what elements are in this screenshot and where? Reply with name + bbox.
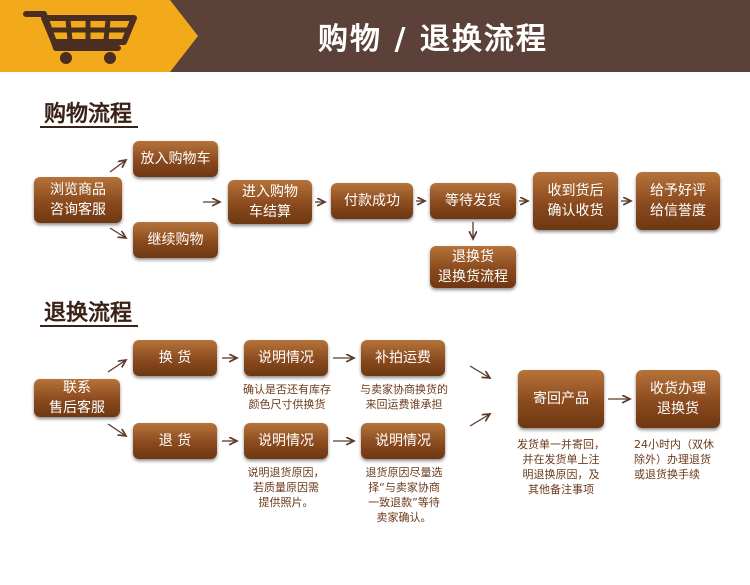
browse-box: 浏览商品 咨询客服: [34, 177, 122, 223]
explain-exchange-note: 确认是否还有库存 颜色尺寸供换货: [243, 383, 331, 411]
reshoot-fee-note: 与卖家协商换货的 来回运费谁承担: [360, 383, 448, 411]
continue-shopping-box: 继续购物: [133, 222, 218, 258]
arrow-browse-to-continue: [109, 227, 126, 238]
process-return-note: 24小时内（双休 除外）办理退货 或退货换手续: [634, 438, 714, 481]
payment-success-box: 付款成功: [331, 183, 413, 219]
explain-refund2-note: 退货原因尽量选 择“与卖家协商 一致退款”等待 卖家确认。: [365, 466, 443, 524]
returns-section-title: 退换流程: [44, 301, 133, 326]
returns-title-underline: [40, 325, 138, 327]
checkout-box: 进入购物 车结算: [228, 180, 312, 224]
purchase-section-title: 购物流程: [44, 102, 133, 127]
refund-box: 退 货: [133, 423, 217, 459]
shopping-cart-icon: [23, 11, 137, 64]
add-cart-box: 放入购物车: [133, 141, 218, 177]
reshoot-fee-box: 补拍运费: [361, 340, 445, 376]
explain-refund2-box: 说明情况: [361, 423, 445, 459]
process-return-box: 收货办理 退换货: [636, 370, 720, 428]
wait-shipping-box: 等待发货: [430, 183, 516, 219]
explain-refund-note: 说明退货原因， 若质量原因需 提供照片。: [247, 466, 325, 509]
explain-refund-box: 说明情况: [244, 423, 328, 459]
arrow-browse-to-cart: [109, 160, 126, 173]
arrow-contact-to-refund: [107, 423, 126, 436]
send-back-box: 寄回产品: [518, 370, 604, 428]
arrow-explain2-to-send: [469, 414, 490, 427]
page-title: 购物 / 退换流程: [318, 22, 548, 57]
return-exchange-box: 退换货 退换货流程: [430, 246, 516, 288]
exchange-box: 换 货: [133, 340, 217, 376]
cart-tab: [0, 0, 198, 72]
arrow-fee-to-send: [469, 365, 490, 378]
explain-exchange-box: 说明情况: [244, 340, 328, 376]
purchase-title-underline: [40, 126, 138, 128]
receive-confirm-box: 收到货后 确认收货: [533, 172, 618, 230]
contact-service-box: 联系 售后客服: [34, 379, 120, 417]
review-box: 给予好评 给信誉度: [636, 172, 720, 230]
arrow-contact-to-exchange: [107, 360, 126, 373]
send-back-note: 发货单一并寄回， 并在发货单上注 明退换原因，及 其他备注事项: [517, 438, 605, 496]
